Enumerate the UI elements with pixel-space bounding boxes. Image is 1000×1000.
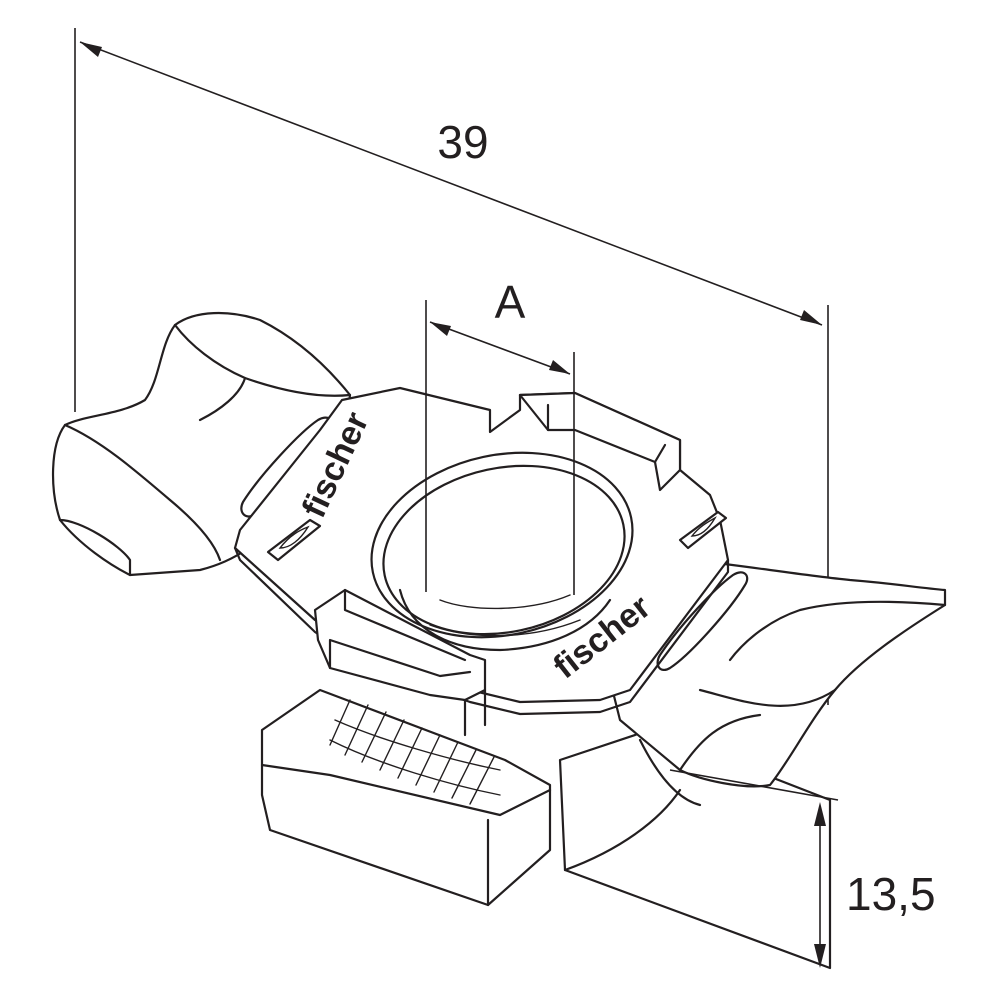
central-hole	[370, 451, 634, 652]
arrowhead-height-bottom	[814, 944, 826, 968]
dimension-39: 39	[74, 28, 829, 705]
arrowhead-height-top	[814, 802, 826, 826]
dimension-13-5: 13,5	[669, 769, 936, 968]
arrowhead-a-right	[549, 360, 570, 374]
dimension-label-39: 39	[437, 116, 488, 168]
logo-plate-left	[266, 518, 322, 562]
arrowhead-right	[800, 310, 822, 325]
nut-body	[260, 688, 832, 970]
dimension-label-a: A	[495, 276, 526, 328]
dimension-line-a	[429, 321, 571, 375]
dimension-a: A	[425, 276, 575, 595]
logo-plate-right	[678, 510, 728, 550]
extension-line-height-top	[669, 769, 839, 801]
arrowhead-a-left	[430, 322, 451, 336]
dimension-line-39	[79, 41, 823, 326]
thread-teeth	[329, 699, 501, 805]
slot-right	[656, 571, 749, 671]
dimension-label-height: 13,5	[846, 868, 936, 920]
arrowhead-left	[80, 42, 102, 57]
